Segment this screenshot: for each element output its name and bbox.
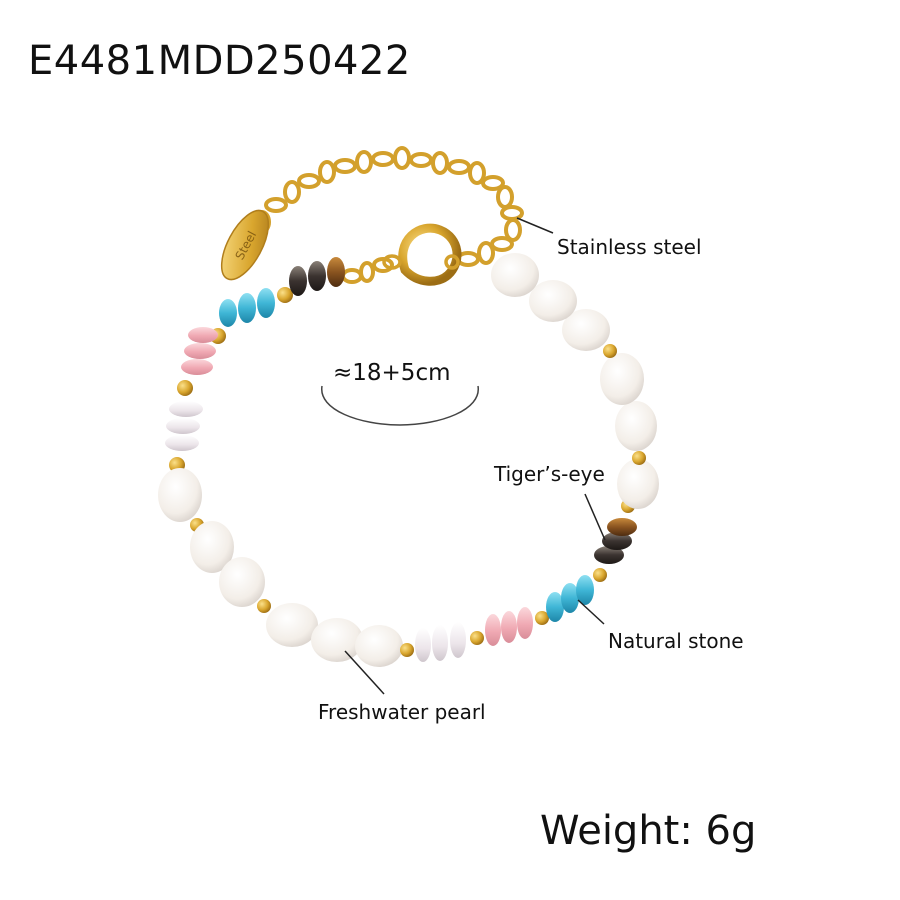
extender-chain xyxy=(253,146,524,284)
callout-lines xyxy=(344,217,606,695)
callout-tigers-eye: Tiger’s-eye xyxy=(494,462,605,486)
size-arc xyxy=(321,385,479,426)
callout-natural-stone: Natural stone xyxy=(608,629,744,653)
product-sku: E4481MDD250422 xyxy=(28,38,411,84)
lobster-clasp xyxy=(382,223,462,286)
callout-freshwater-pearl: Freshwater pearl xyxy=(318,700,486,724)
product-weight: Weight: 6g xyxy=(540,808,757,854)
right-pearls xyxy=(491,253,659,509)
bracelet-size-label: ≈18+5cm xyxy=(333,360,451,386)
logo-tag: Steel xyxy=(220,209,270,281)
callout-stainless-steel: Stainless steel xyxy=(557,235,702,259)
bottom-stones xyxy=(415,499,637,662)
left-stones xyxy=(165,327,218,473)
left-pearls xyxy=(158,468,414,667)
